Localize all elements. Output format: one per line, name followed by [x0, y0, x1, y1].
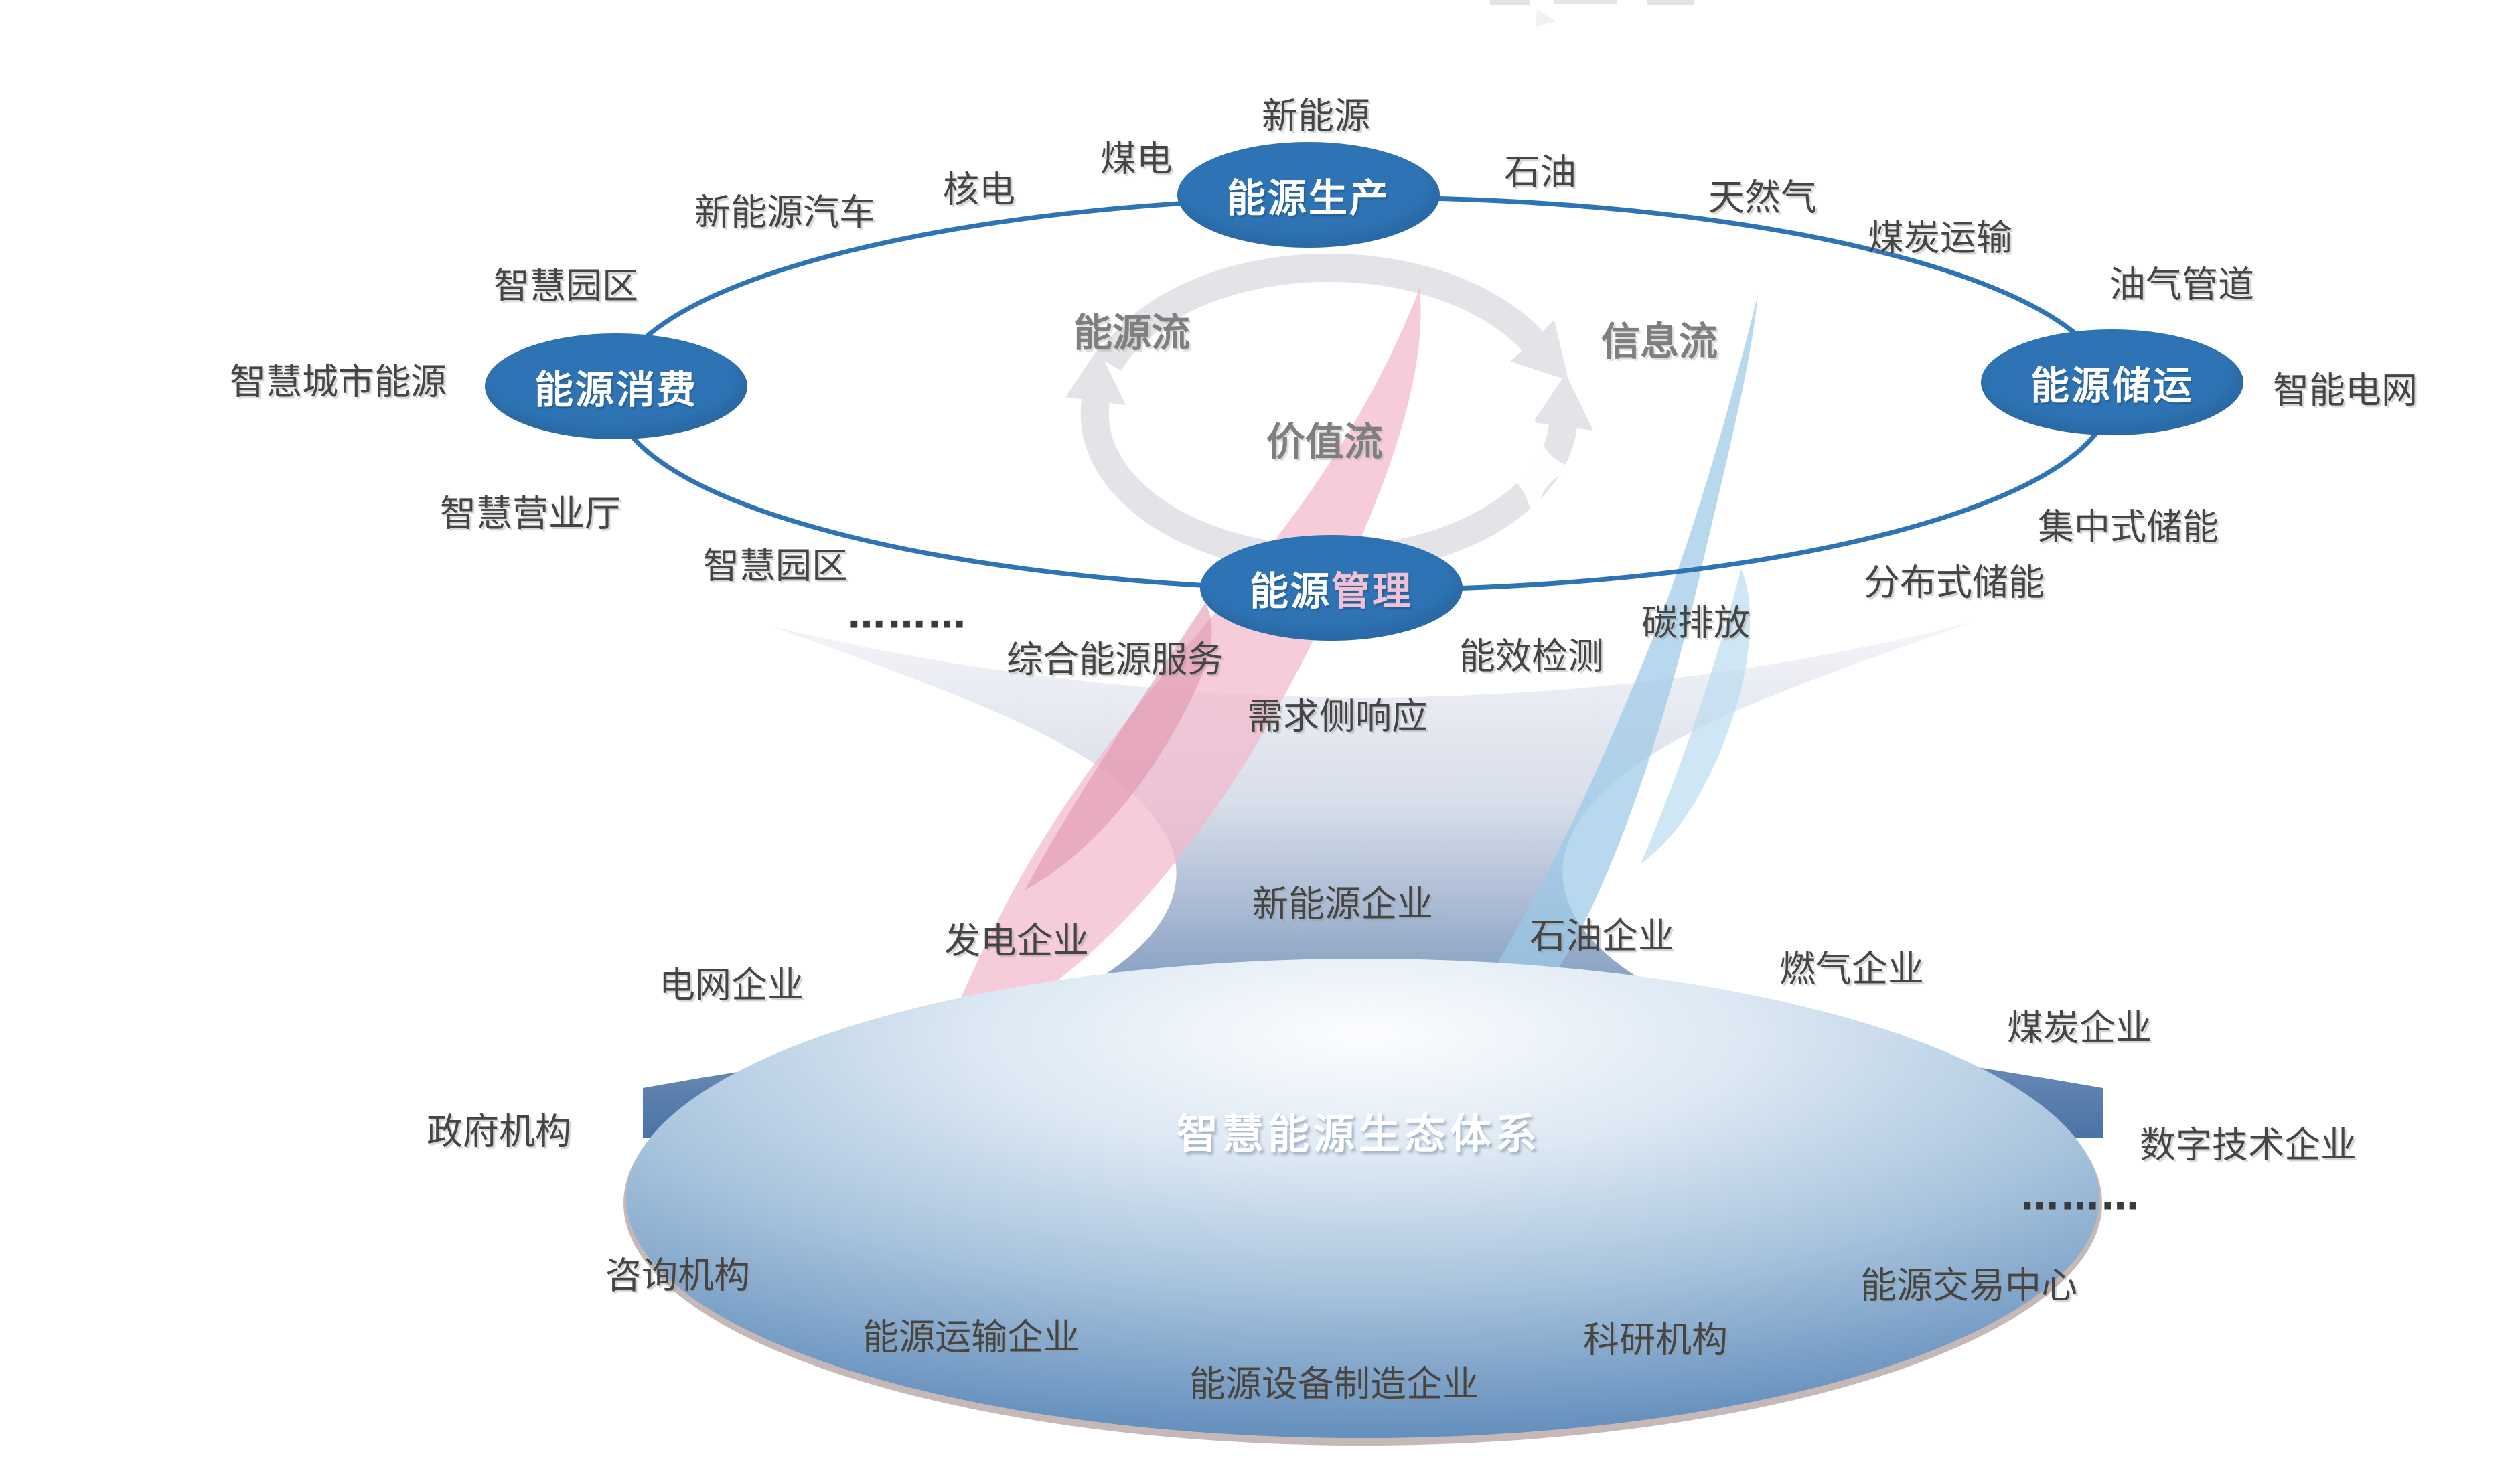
node-energy-management: 能源管理 [1200, 535, 1463, 641]
label-consulting-agency: 咨询机构 [605, 1254, 750, 1297]
label-power-generation-enterprise: 发电企业 [944, 919, 1089, 962]
label-research-institution: 科研机构 [1583, 1318, 1728, 1361]
label-oil-gas-pipeline: 油气管道 [2109, 263, 2254, 306]
label-smart-grid: 智能电网 [2273, 369, 2418, 412]
label-distributed-energy-storage: 分布式储能 [1864, 561, 2045, 604]
label-energy-transport-enterprise: 能源运输企业 [863, 1316, 1080, 1358]
node-energy-production-label: 能源生产 [1226, 175, 1390, 221]
decorative-ribbon-blue-light [1641, 569, 1751, 864]
node-energy-consumption: 能源消费 [485, 333, 747, 439]
label-information-flow: 信息流 [1601, 319, 1718, 364]
node-energy-management-label: 管理 [1331, 568, 1414, 614]
ecosystem-ellipse [626, 959, 2099, 1438]
label-natural-gas: 天然气 [1708, 176, 1817, 219]
label-new-energy-vehicle: 新能源汽车 [694, 191, 875, 234]
label-gas-enterprise: 燃气企业 [1779, 947, 1924, 990]
label-grid-enterprise: 电网企业 [659, 963, 804, 1006]
label-ellipsis-right: ……… [2021, 1175, 2142, 1219]
node-energy-storage-transport-label: 能源储运 [2030, 363, 2194, 408]
sparkle-icon [1492, 414, 1575, 524]
label-smart-park-lower: 智慧园区 [703, 544, 848, 587]
label-petroleum-enterprise: 石油企业 [1530, 915, 1674, 957]
label-coal-transportation: 煤炭运输 [1868, 216, 2012, 259]
node-energy-consumption-label: 能源消费 [534, 367, 698, 412]
decorative-ribbon-rose [1025, 603, 1212, 890]
label-demand-side-response: 需求侧响应 [1247, 695, 1428, 738]
label-carbon-emission: 碳排放 [1641, 601, 1750, 644]
label-energy-trading-center: 能源交易中心 [1860, 1264, 2077, 1307]
label-coal-power: 煤电 [1100, 137, 1173, 180]
label-digital-technology-enterprise: 数字技术企业 [2140, 1123, 2357, 1166]
label-smart-city-energy: 智慧城市能源 [230, 360, 447, 403]
label-new-energy: 新能源 [1262, 94, 1370, 137]
node-energy-storage-transport: 能源储运 [1981, 329, 2243, 435]
label-ellipsis-left: ……… [848, 593, 968, 637]
label-centralized-energy-storage: 集中式储能 [2038, 505, 2219, 548]
label-energy-flow: 能源流 [1073, 310, 1191, 356]
funnel-shape [643, 621, 2103, 1138]
label-energy-efficiency-monitoring: 能效检测 [1459, 635, 1604, 678]
label-value-flow: 价值流 [1266, 419, 1384, 465]
node-energy-management-label: 能源 [1249, 568, 1331, 614]
label-new-energy-enterprise: 新能源企业 [1252, 882, 1433, 925]
ecosystem-title: 智慧能源生态体系 [1176, 1109, 1542, 1158]
label-smart-park-upper: 智慧园区 [494, 264, 638, 307]
label-coal-enterprise: 煤炭企业 [2007, 1006, 2152, 1049]
label-nuclear-power: 核电 [943, 168, 1015, 211]
label-oil: 石油 [1504, 151, 1576, 193]
node-energy-production: 能源生产 [1177, 142, 1440, 248]
label-government-agency: 政府机构 [427, 1110, 571, 1153]
cropped-top-artifact [1490, 0, 1694, 27]
label-integrated-energy-service: 综合能源服务 [1007, 638, 1224, 681]
label-smart-business-hall: 智慧营业厅 [440, 492, 621, 535]
label-energy-equipment-manufacturing-enterprise: 能源设备制造企业 [1189, 1362, 1479, 1405]
